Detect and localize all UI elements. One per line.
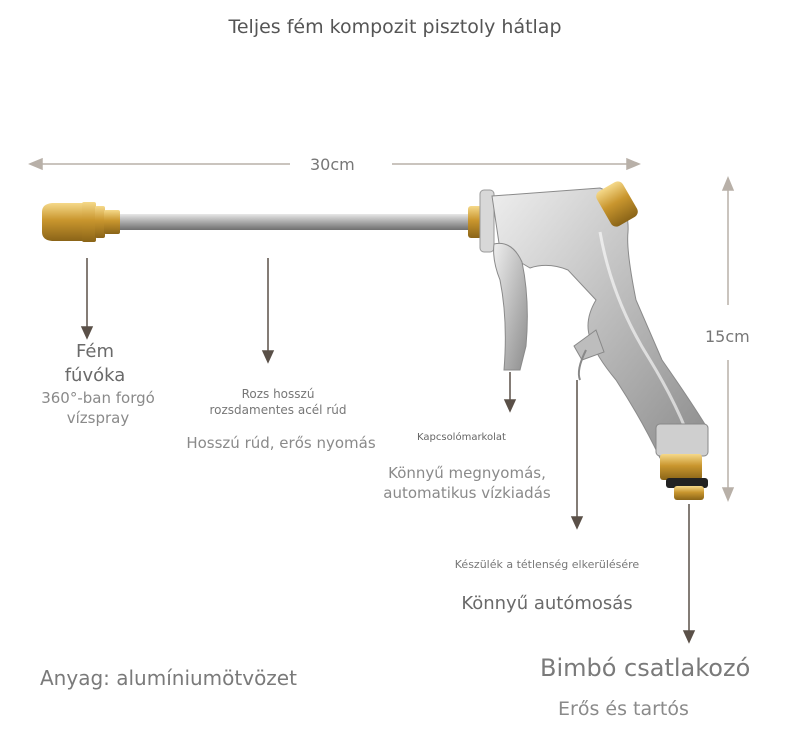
nozzle-title-line2: fúvóka bbox=[64, 365, 126, 386]
steel-rod bbox=[116, 214, 476, 230]
trigger-small-label: Kapcsolómarkolat bbox=[417, 432, 506, 443]
gun-body bbox=[491, 187, 707, 459]
lock-callout-arrow bbox=[570, 380, 584, 530]
trigger-desc-line2: automatikus vízkiadás bbox=[383, 484, 551, 502]
trigger-callout-arrow bbox=[503, 372, 517, 413]
trigger-lever bbox=[493, 242, 528, 371]
rod-desc-line2: rozsdamentes acél rúd bbox=[209, 403, 347, 417]
connector-subtitle: Erős és tartós bbox=[558, 698, 689, 720]
nozzle-title-line1: Fém bbox=[76, 341, 114, 362]
connector-title: Bimbó csatlakozó bbox=[540, 654, 751, 682]
material-label: Anyag: alumíniumötvözet bbox=[40, 666, 297, 690]
length-label: 30cm bbox=[310, 155, 355, 174]
front-collar bbox=[468, 189, 495, 253]
height-label: 15cm bbox=[705, 327, 750, 346]
connector-callout-arrow bbox=[682, 504, 696, 644]
top-brass-knob bbox=[596, 181, 638, 227]
page-title: Teljes fém kompozit pisztoly hátlap bbox=[228, 16, 562, 38]
rod-description: Rozs hosszú rozsdamentes acél rúd bbox=[198, 386, 358, 418]
rod-callout-arrow bbox=[261, 258, 275, 364]
rod-title: Hosszú rúd, erős nyomás bbox=[186, 434, 376, 452]
nozzle-description: 360°-ban forgó vízspray bbox=[28, 388, 168, 428]
nozzle-desc-line1: 360°-ban forgó bbox=[41, 389, 155, 407]
hose-connector bbox=[655, 423, 709, 500]
lock-small-label: Készülék a tétlenség elkerülésére bbox=[454, 558, 640, 571]
brass-nozzle bbox=[42, 202, 120, 242]
trigger-desc-line1: Könnyű megnyomás, bbox=[388, 464, 546, 482]
lock-title: Könnyű autómosás bbox=[461, 593, 633, 614]
nozzle-desc-line2: vízspray bbox=[66, 409, 130, 427]
height-dimension-arrow bbox=[721, 176, 735, 502]
rod-desc-line1: Rozs hosszú bbox=[241, 387, 315, 401]
nozzle-title: Fém fúvóka bbox=[40, 340, 150, 388]
handle-grip-line bbox=[598, 231, 688, 431]
lock-lever bbox=[573, 329, 605, 361]
trigger-description: Könnyű megnyomás, automatikus vízkiadás bbox=[372, 463, 562, 503]
nozzle-callout-arrow bbox=[80, 258, 94, 340]
length-dimension-arrow bbox=[28, 157, 641, 171]
